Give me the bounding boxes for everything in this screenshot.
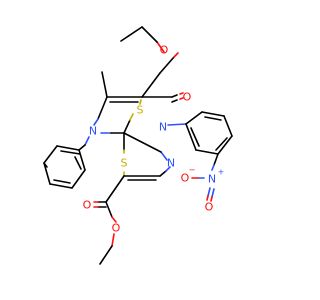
bond	[111, 233, 115, 247]
atom-o-nitro-single: O	[181, 172, 190, 185]
bond	[129, 113, 134, 121]
bond	[43, 162, 51, 185]
bond	[60, 150, 81, 155]
bond	[120, 26, 143, 42]
bond	[141, 26, 158, 43]
bond	[165, 166, 171, 172]
bottom-ethyl-ester	[93, 175, 125, 265]
bond	[190, 127, 200, 147]
bond	[171, 94, 178, 98]
bond	[204, 116, 222, 121]
top-thiazoline-ring	[93, 71, 143, 134]
bond	[43, 145, 58, 164]
bond	[173, 52, 179, 58]
bond	[210, 196, 213, 202]
atom-s-top-ring: S	[137, 104, 144, 117]
bond	[215, 137, 228, 151]
atom-o-ester-bottom-carbonyl: O	[83, 199, 92, 212]
bond	[93, 118, 99, 126]
bond	[99, 245, 113, 265]
atom-n-nitro: N	[208, 173, 216, 186]
bond	[167, 123, 187, 126]
atom-o-ester-bottom-ether: O	[112, 222, 121, 235]
atom-s-bottom-ring: S	[121, 157, 128, 170]
bond	[123, 132, 162, 153]
bond	[217, 135, 233, 155]
bond	[53, 179, 71, 184]
bond	[159, 56, 175, 74]
bond	[185, 111, 203, 125]
bond	[159, 170, 167, 177]
bond	[78, 144, 86, 151]
atom-n-ring: N	[167, 157, 175, 170]
bond	[223, 115, 233, 137]
bond	[49, 183, 73, 189]
chemical-structure: O O S N S N N O O N + O − O	[43, 26, 233, 265]
n-phenyl-ring	[43, 136, 90, 189]
bond	[56, 145, 80, 151]
charge-o-nitro-single: −	[189, 166, 196, 175]
bond	[111, 216, 117, 223]
atom-o-nitro-double: O	[205, 201, 214, 214]
nitro-group	[191, 153, 219, 202]
atom-n-aryl: N	[159, 121, 167, 134]
bond	[97, 96, 108, 120]
charge-n-nitro: +	[218, 168, 225, 177]
bond	[171, 99, 178, 103]
bond	[101, 71, 108, 98]
atom-o-ester-top-carbonyl: O	[183, 91, 192, 104]
bond	[185, 123, 197, 151]
nitrophenyl-ring	[167, 111, 233, 155]
bond	[213, 153, 219, 166]
bond	[74, 156, 82, 170]
bond	[207, 187, 211, 197]
bond	[123, 119, 131, 134]
bond	[160, 151, 168, 161]
atom-n-phenyl: N	[89, 125, 97, 138]
bond	[71, 169, 86, 189]
bond	[179, 97, 184, 100]
bond	[105, 175, 125, 203]
atom-o-ester-top-ether: O	[160, 44, 169, 57]
bond	[156, 41, 165, 53]
bond	[206, 195, 209, 201]
bond	[105, 201, 113, 218]
bond	[84, 136, 90, 146]
bond	[211, 164, 215, 171]
bond	[179, 92, 184, 95]
bond	[195, 149, 219, 155]
bond	[139, 99, 142, 105]
bond	[141, 72, 161, 98]
bond	[201, 111, 225, 117]
top-ethyl-ester	[120, 26, 184, 103]
bottom-thiadiazoline-ring	[123, 132, 171, 181]
bond	[211, 188, 215, 198]
